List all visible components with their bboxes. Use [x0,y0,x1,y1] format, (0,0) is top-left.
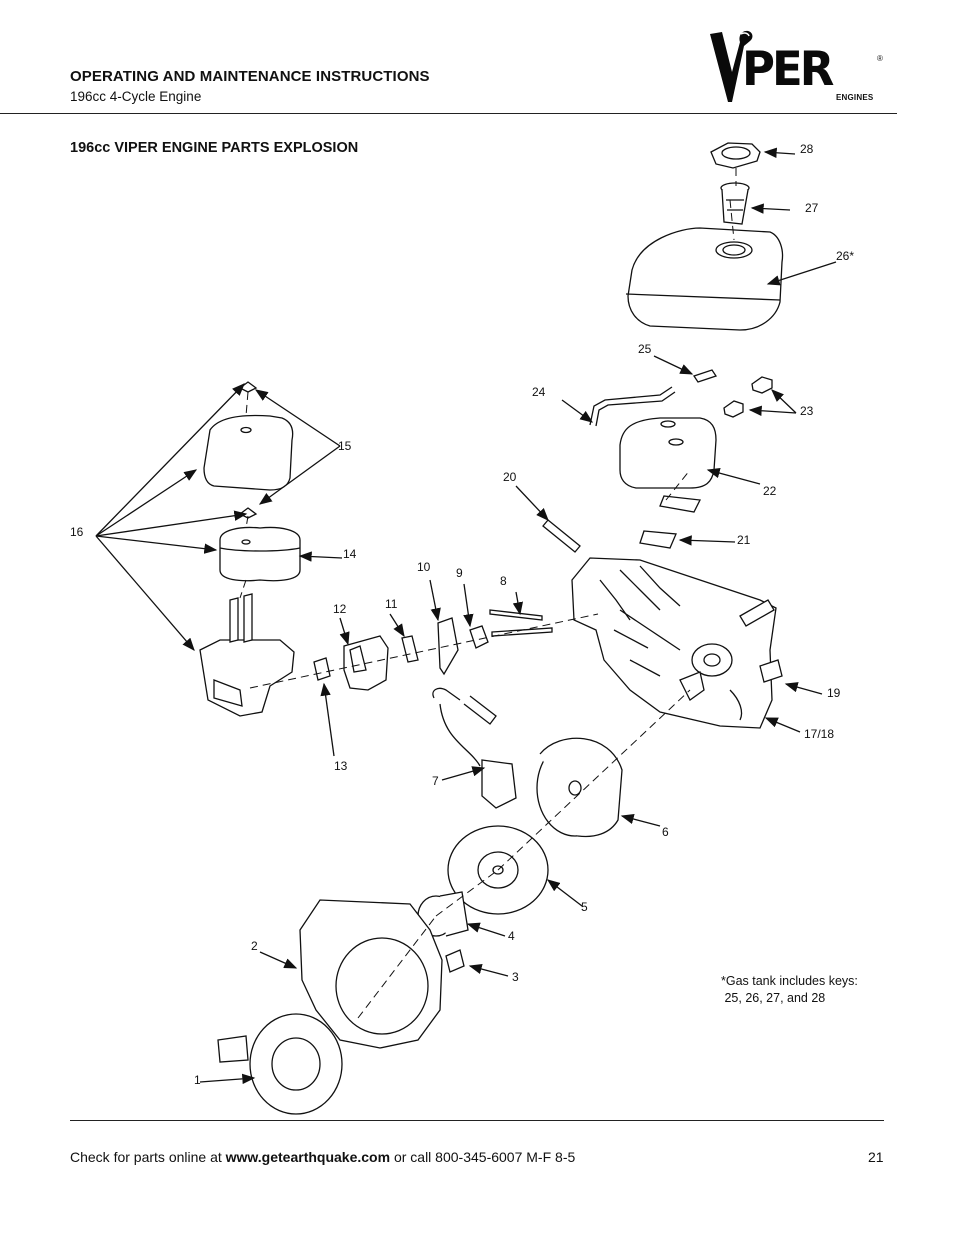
footer-prefix: Check for parts online at [70,1149,226,1165]
callout-7: 7 [432,774,439,788]
callout-23: 23 [800,404,814,418]
air-cleaner-base-part [199,593,295,717]
engine-block-part [571,557,783,729]
document-title: OPERATING AND MAINTENANCE INSTRUCTIONS [70,68,430,85]
callout-28: 28 [800,142,814,156]
section-title: 196cc VIPER ENGINE PARTS EXPLOSION [70,140,359,156]
logo-wordmark: PER [742,40,834,97]
logo-registered-mark: ® [877,54,883,63]
callout-1: 1 [194,1073,201,1087]
footer-text: Check for parts online at www.getearthqu… [70,1149,575,1165]
callout-26: 26* [836,249,855,263]
callout-25: 25 [638,342,652,356]
starter-pawl-part [445,949,465,973]
coil-body-part [481,759,517,809]
studs-part [489,609,553,637]
footer-suffix: or call 800-345-6007 M-F 8-5 [390,1149,576,1165]
callout-2: 2 [251,939,258,953]
page-number: 21 [868,1149,884,1165]
callout-16: 16 [70,525,84,539]
air-filter-element-part [219,526,301,582]
callout-14: 14 [343,547,357,561]
document-subtitle: 196cc 4-Cycle Engine [70,89,202,104]
gas-tank-note-line-1: *Gas tank includes keys: [721,974,858,988]
ignition-coil-part [432,687,497,767]
footer-divider [70,1120,884,1121]
grommet-parts [723,376,773,418]
callout-5: 5 [581,900,588,914]
viper-snake-icon [710,30,753,102]
callout-9: 9 [456,566,463,580]
spark-plug-part [542,519,581,553]
tank-bracket-part [619,417,717,489]
callout-21: 21 [737,533,751,547]
gas-tank-note-line-2: 25, 26, 27, and 28 [721,991,826,1005]
callout-19: 19 [827,686,841,700]
air-cleaner-cover-part [203,381,294,519]
callout-6: 6 [662,825,669,839]
recoil-starter-part [217,1013,343,1115]
logo-subbrand: ENGINES [836,93,874,102]
callout-13: 13 [334,759,348,773]
gasket-part [639,495,701,549]
gasket-11-part [401,635,419,663]
gasket-9-part [469,625,489,649]
gasket-13-part [313,657,331,681]
callout-27: 27 [805,201,819,215]
callout-15: 15 [338,439,352,453]
callout-4: 4 [508,929,515,943]
callout-20: 20 [503,470,517,484]
header-divider [0,113,897,114]
gas-tank-note: *Gas tank includes keys: 25, 26, 27, and… [721,973,858,1007]
gas-tank-part [625,227,784,331]
gas-cap-part [710,142,761,169]
callout-8: 8 [500,574,507,588]
callout-3: 3 [512,970,519,984]
callout-12: 12 [333,602,347,616]
website-link[interactable]: www.getearthquake.com [225,1149,391,1165]
fuel-valve-part [692,369,718,383]
flywheel-part [536,737,623,838]
fuel-strainer-part [720,182,750,225]
callout-24: 24 [532,385,546,399]
callout-11: 11 [385,597,398,611]
callout-22: 22 [763,484,777,498]
callout-17-18: 17/18 [804,727,835,741]
callout-10: 10 [417,560,431,574]
